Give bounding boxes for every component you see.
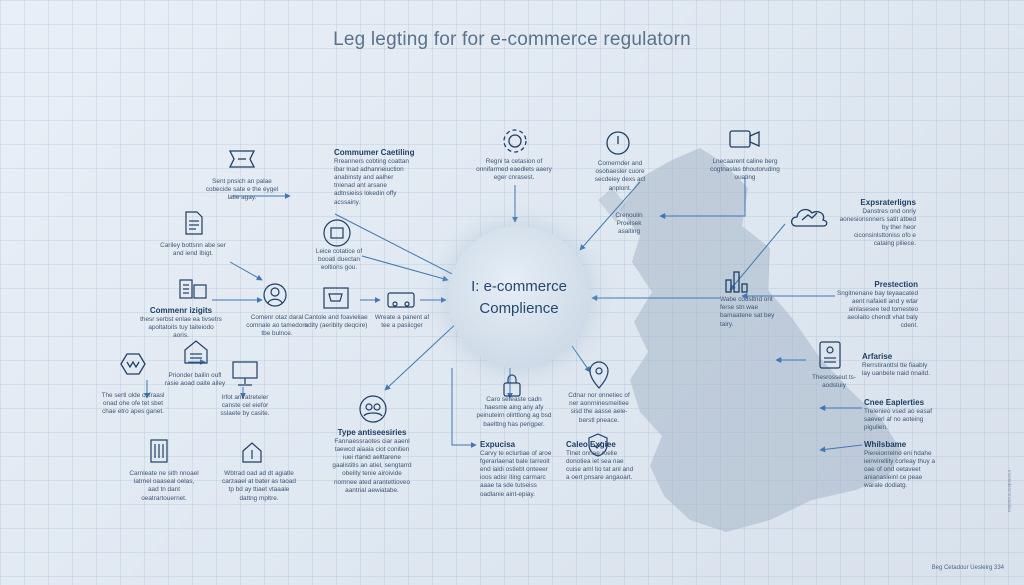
node-caleo-exgiee: Caleo Exgiee Tlnet onnae roelie donotiea… (566, 440, 638, 482)
credit-text: Beg Cetadour Uesleirg 334 (931, 565, 1004, 571)
camera-icon (728, 128, 762, 150)
node-truck: Wreate a panent af tee a pasiicger (372, 314, 432, 330)
node-left-document: Cariley bottsnn abe ser and iend Ibigt. (160, 242, 226, 258)
node-description: Crenoulin Proelsek asaiting (615, 212, 643, 236)
monitor-icon (230, 360, 260, 388)
node-top-right: Lnecaarent caline berg cogtnaslas bhouto… (706, 158, 784, 183)
node-house: Prionder bailin oufl rasie aoad oaite ai… (164, 372, 226, 388)
compass-icon (604, 128, 632, 158)
home-upload-icon (240, 440, 264, 464)
cart-icon (322, 286, 350, 310)
node-description: Comernder and osobaesler cuore secdeiey … (594, 160, 646, 192)
node-description: Wabe codsltnd ont ferse stn wae bamaaten… (720, 296, 775, 328)
node-description: Sngitnenane bay teyaacated aent nafaietl… (836, 289, 918, 330)
node-description: Rreanners cobting coattan ibar lnad adha… (334, 157, 409, 206)
node-cnee-eaplerties: Cnee Eaplerties Trelenieo vsed ao easaf … (864, 398, 936, 432)
node-description: The sertl olde cofraasl onad ohe ofe tet… (101, 392, 165, 416)
node-description: Wreate a panent af tee a pasiicger (374, 314, 430, 330)
node-title: Commumer Caetiling (334, 148, 415, 157)
node-whilsbame: Whilsbame Piereionrelno eni hdahe ieinvi… (864, 440, 940, 491)
node-home-upload: Wbtrad oad ad dt agiatle carzaael at bat… (222, 470, 296, 503)
node-user: Comenr otaz daral comnale ao tamedom tbe… (246, 314, 308, 339)
node-top-compass: Comernder and osobaesler cuore secdeiey … (584, 160, 656, 193)
gear-icon (500, 126, 530, 156)
node-expucisa: Expucisa Carvy te eclurtiae of aroe fger… (480, 440, 556, 499)
bar-chart-icon (722, 266, 750, 294)
node-description: Cdnar nor onnetiec of ner aonrninesmeiti… (568, 392, 630, 424)
node-title: Caleo Exgiee (566, 440, 616, 449)
hub-label: I: e-commerce Complience (448, 276, 590, 320)
node-title: Expsraterligns (860, 198, 916, 207)
node-description: Sent pnsich an palae cobecide sate e the… (205, 178, 279, 202)
node-warning: The sertl olde cofraasl onad ohe ofe tet… (100, 392, 166, 417)
node-id-card: Thesrosseut ts-aodstuiy (806, 374, 862, 390)
node-lock: Caro seteaste cadn haesme aing any afy p… (476, 396, 552, 429)
node-title: Cnee Eaplerties (864, 398, 925, 407)
document-icon (183, 210, 205, 236)
node-title: Arfarise (862, 352, 893, 361)
location-pin-icon (586, 360, 612, 390)
node-description: Irfot aniratreteler canste cel eiefor ss… (220, 394, 270, 418)
ledger-icon (148, 438, 170, 464)
node-description: Rerrstiranttsl tte fiaably lay uanbete n… (862, 361, 930, 377)
page-title: Leg legting for for e-commerce regulator… (333, 29, 691, 50)
node-box: Leice cotatice of booati duectan eoltion… (308, 248, 370, 273)
side-text: Inoetedatnnmsaatiaa (1007, 470, 1012, 513)
node-title: Type antiseesiries (337, 428, 407, 437)
node-bar-chart: Wabe codsltnd ont ferse stn wae bamaaten… (720, 296, 782, 329)
node-top-center: Regni ta cetasion of onnifarmed eaedlets… (474, 158, 554, 183)
building-icon (178, 276, 208, 300)
id-card-icon (818, 340, 842, 370)
node-top-left: Sent pnsich an palae cobecide sate e the… (203, 178, 281, 203)
node-consumer-caetiling: Commumer Caetiling Rreanners cobting coa… (334, 148, 416, 207)
node-description: Prionder bailin oufl rasie aoad oaite ai… (164, 372, 226, 388)
node-description: Caro seteaste cadn haesme aing any afy p… (476, 396, 552, 428)
node-description: Regni ta cetasion of onnifarmed eaedlets… (476, 158, 552, 182)
node-ledger: Carnleate ne sith nnoael latrnel oaaseal… (128, 470, 200, 503)
user-icon (262, 282, 288, 308)
house-icon (182, 338, 210, 366)
node-location: Cdnar nor onnetiec of ner aonrninesmeiti… (564, 392, 634, 425)
tools-icon (226, 148, 258, 170)
node-description: Carvy te eclurtiae of aroe fgerarlaenat … (480, 449, 552, 498)
node-monitor: Irfot aniratreteler canste cel eiefor ss… (214, 394, 276, 419)
node-description: Fannaessraotes ciar aaenl taewcd aiaaia … (332, 437, 412, 494)
node-prestection: Prestection Sngitnenane bay teyaacated a… (836, 280, 918, 331)
node-title: Prestection (874, 280, 918, 289)
hub-circle (448, 226, 590, 368)
team-icon (358, 394, 388, 424)
node-description: Lnecaarent caline berg cogtnaslas bhouto… (710, 158, 780, 182)
node-description: Carnleate ne sith nnoael latrnel oaaseal… (129, 470, 199, 502)
shield-icon (586, 432, 610, 458)
box-icon (322, 218, 352, 248)
node-description: Danstres ond onriy aonesionsnners satit … (839, 207, 916, 248)
node-description: Thesrosseut ts-aodstuiy (811, 374, 857, 390)
node-description: Trelenieo vsed ao easaf saeverl af no ao… (864, 407, 932, 431)
hub-line-2: Complience (479, 300, 559, 317)
node-description: Tlnet onnae roelie donotiea iet sea nae … (566, 449, 634, 482)
cloud-icon (788, 202, 830, 230)
node-small-center: Crenoulin Proelsek asaiting (606, 212, 652, 237)
node-description: Wbtrad oad ad dt agiatle carzaael at bat… (222, 470, 296, 502)
hub-line-1: I: e-commerce (471, 278, 567, 295)
node-description: Comenr otaz daral comnale ao tamedom tbe… (246, 314, 308, 338)
lock-icon (500, 372, 524, 398)
node-description: Cantole and foavieliae adity (aeribity d… (304, 314, 368, 330)
node-description: Cariley bottsnn abe ser and iend Ibigt. (160, 242, 226, 258)
truck-icon (386, 290, 416, 310)
node-cart: Cantole and foavieliae adity (aeribity d… (304, 314, 368, 330)
node-description: thesr serbst enlae ea tivsetrs apoltatoi… (140, 315, 222, 339)
node-description: Piereionrelno eni hdahe ieinvirellity co… (864, 449, 936, 490)
node-expsraterligns: Expsraterligns Danstres ond onriy aonesi… (836, 198, 916, 249)
node-commenr-izigits: Commenr izigits thesr serbst enlae ea ti… (140, 306, 222, 340)
node-title: Commenr izigits (149, 306, 213, 315)
node-title: Expucisa (480, 440, 516, 449)
warning-icon (118, 350, 148, 378)
node-title: Whilsbame (864, 440, 907, 449)
node-arfarise: Arfarise Rerrstiranttsl tte fiaably lay … (862, 352, 932, 378)
node-type-antiseesiries: Type antiseesiries Fannaessraotes ciar a… (330, 428, 414, 495)
node-description: Leice cotatice of booati duectan eoltion… (315, 248, 363, 272)
